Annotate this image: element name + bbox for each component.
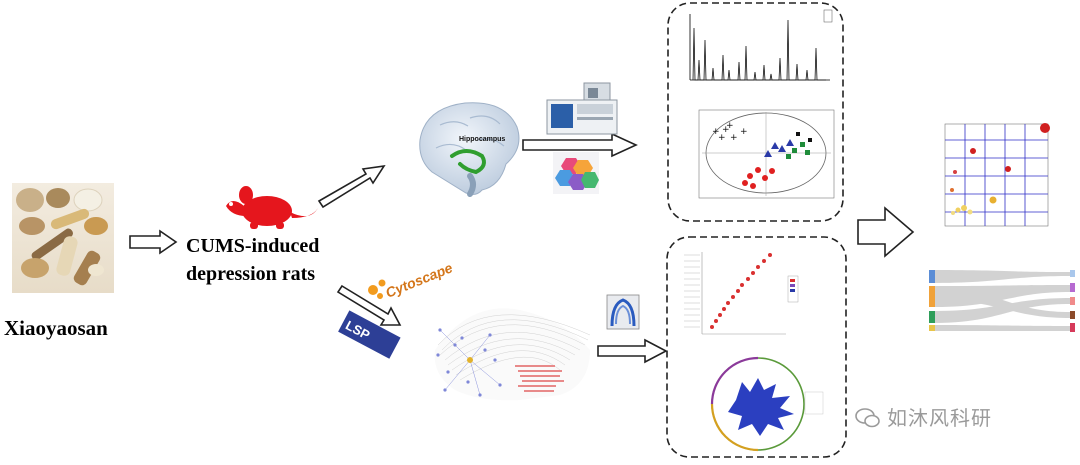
model-label-line1: CUMS-induced [186,235,320,257]
rat-icon [226,186,318,229]
model-label-line2: depression rats [186,263,316,285]
protein-structure-icon [606,294,640,330]
cytoscape-logo-icon: Cytoscape [368,259,455,301]
dot-plot-chart [684,252,799,335]
model-label: CUMS-induced depression rats [186,232,319,288]
arrow-network-to-ppi [597,338,668,364]
network-results-panel [666,236,847,458]
svg-text:+: + [722,125,730,135]
arrow-herb-to-model [129,229,178,255]
watermark-text: 如沐风科研 [887,406,992,430]
arrow-brain-to-ms [522,132,638,158]
svg-text:+: + [718,133,726,143]
arrow-model-to-brain [317,164,386,209]
watermark: 如沐风科研 [855,402,992,431]
arrow-model-to-network [336,284,402,326]
pca-score-plot: +++ +++ [698,109,835,199]
network-graph [434,308,591,401]
chromatogram-chart [689,9,833,81]
brain-image [419,102,520,197]
arrow-to-enrichment [857,206,915,258]
cytoscape-label: Cytoscape [383,259,455,300]
circular-plot [710,356,824,452]
sankey-diagram [929,270,1075,332]
mass-spectrometer-image [546,82,618,135]
svg-text:+: + [740,127,748,137]
svg-text:+: + [726,121,734,131]
svg-text:+: + [712,127,720,137]
wechat-icon [855,408,880,428]
svg-text:+: + [730,133,738,143]
herb-label: Xiaoyaosan [4,316,108,340]
database-logo-icon [553,152,599,194]
herb-image [12,183,114,293]
hippocampus-label: Hippocampus [459,136,506,143]
enrichment-bubble-chart [944,123,1050,227]
